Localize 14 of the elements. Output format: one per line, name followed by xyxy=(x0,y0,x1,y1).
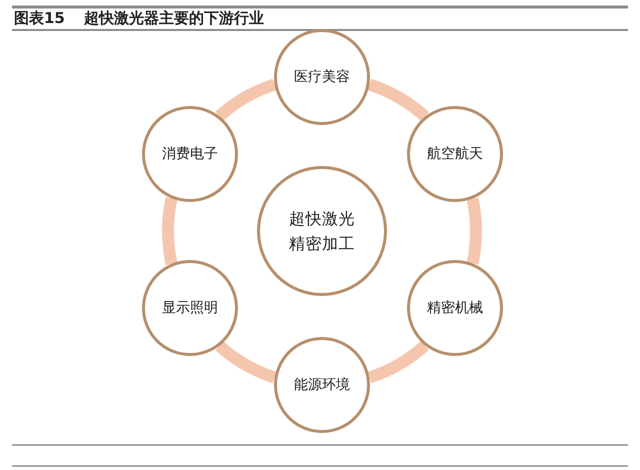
figure-title: 图表15 超快激光器主要的下游行业 xyxy=(14,9,264,27)
circle-label: 超快激光精密加工 xyxy=(288,208,356,255)
ring-arc xyxy=(367,78,429,122)
ring-arc xyxy=(466,198,482,264)
circle-label: 消费电子 xyxy=(162,145,218,164)
circle-label: 显示照明 xyxy=(162,299,218,318)
circle-label: 航空航天 xyxy=(427,145,483,164)
ring-arc xyxy=(216,341,277,384)
circle-label: 医疗美容 xyxy=(294,68,350,87)
ring-arc xyxy=(367,340,429,384)
ring-arc xyxy=(162,197,178,265)
circle-label: 精密机械 xyxy=(427,299,483,318)
circle-label: 能源环境 xyxy=(294,376,350,395)
ring-arc xyxy=(216,78,277,121)
